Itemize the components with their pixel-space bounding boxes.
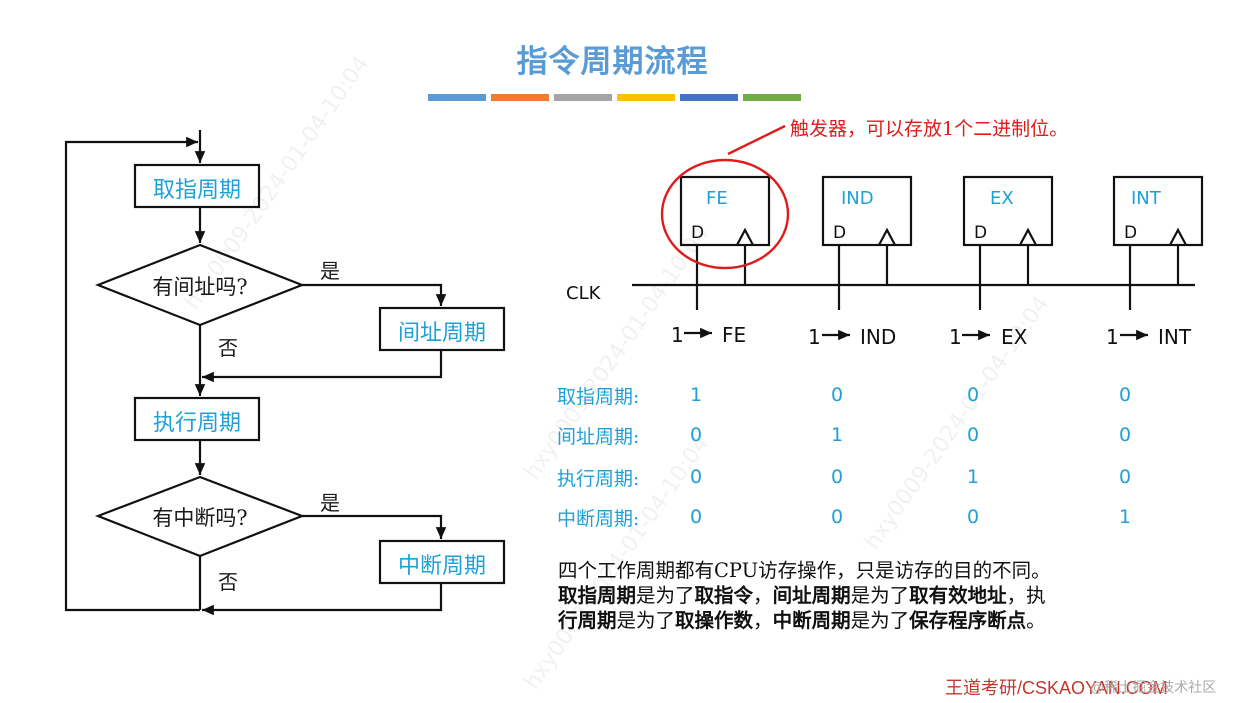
yes-label: 是 [320,491,340,515]
register-d-input: D [974,223,988,243]
flipflop-callout: 触发器，可以存放1个二进制位。 [790,118,1069,140]
table-row-label: 中断周期: [557,508,640,530]
note-line-3: 行周期是为了取操作数，中断周期是为了保存程序断点。 [558,609,1046,632]
table-cell: 1 [966,466,980,488]
explanation-note: 四个工作周期都有CPU访存操作，只是访存的目的不同。 取指周期是为了取指令，间址… [558,558,1198,633]
register-d-input: D [1124,223,1138,243]
table-row-label: 取指周期: [557,386,640,408]
interrupt-cycle-label: 中断周期 [397,554,486,579]
accent-bar [428,94,486,101]
callout-ellipse [660,158,790,270]
table-cell: 0 [966,424,980,446]
note-line-1: 四个工作周期都有CPU访存操作，只是访存的目的不同。 [558,559,1051,582]
table-row-label: 间址周期: [557,426,640,448]
accent-bar [680,94,738,101]
output-value: 1 [808,325,821,349]
output-value: 1 [1106,325,1119,349]
title-accent-bars [428,94,801,101]
accent-bar [491,94,549,101]
indirect-question: 有间址吗? [152,275,248,299]
indirect-cycle-label: 间址周期 [397,321,486,346]
accent-bar [743,94,801,101]
table-cell: 0 [830,466,844,488]
output-value: 1 [671,323,684,347]
output-name: IND [860,325,897,349]
table-cell: 1 [830,424,844,446]
execute-cycle-label: 执行周期 [152,411,241,436]
table-cell: 0 [966,506,980,528]
table-cell: 1 [689,384,703,406]
table-cell: 0 [966,384,980,406]
table-cell: 0 [1118,384,1132,406]
output-value: 1 [949,325,962,349]
output-name: INT [1158,325,1192,349]
table-cell: 0 [689,466,703,488]
register-name: FE [706,188,728,209]
no-label: 否 [218,336,238,360]
table-cell: 0 [830,506,844,528]
no-label: 否 [218,570,238,594]
ind-register [821,175,913,247]
brand-logo-text: 王道考研/CSKAOYAN.COM [945,678,1168,698]
table-cell: 1 [1118,506,1132,528]
register-d-input: D [833,223,847,243]
fetch-box [133,163,261,209]
fetch-cycle-label: 取指周期 [152,178,241,203]
output-name: FE [722,323,747,347]
register-name: INT [1131,188,1161,209]
accent-bar [554,94,612,101]
table-cell: 0 [1118,466,1132,488]
table-row-label: 执行周期: [557,468,640,490]
output-name: EX [1001,325,1028,349]
register-d-input: D [691,223,705,243]
fe-register [679,175,771,247]
ex-register [962,175,1054,247]
note-line-2: 取指周期是为了取指令，间址周期是为了取有效地址，执 [558,584,1046,607]
int-register [1112,175,1204,247]
register-name: IND [841,188,874,209]
table-cell: 0 [1118,424,1132,446]
register-name: EX [990,188,1014,209]
clk-label: CLK [566,283,601,304]
callout-pointer [727,124,786,156]
table-cell: 0 [830,384,844,406]
execute-box [133,396,261,442]
table-cell: 0 [689,506,703,528]
interrupt-question: 有中断吗? [152,506,248,530]
accent-bar [617,94,675,101]
table-cell: 0 [689,424,703,446]
community-watermark: @稀土掘金技术社区 [1090,679,1217,695]
page-title: 指令周期流程 [516,44,709,80]
yes-label: 是 [320,259,340,283]
